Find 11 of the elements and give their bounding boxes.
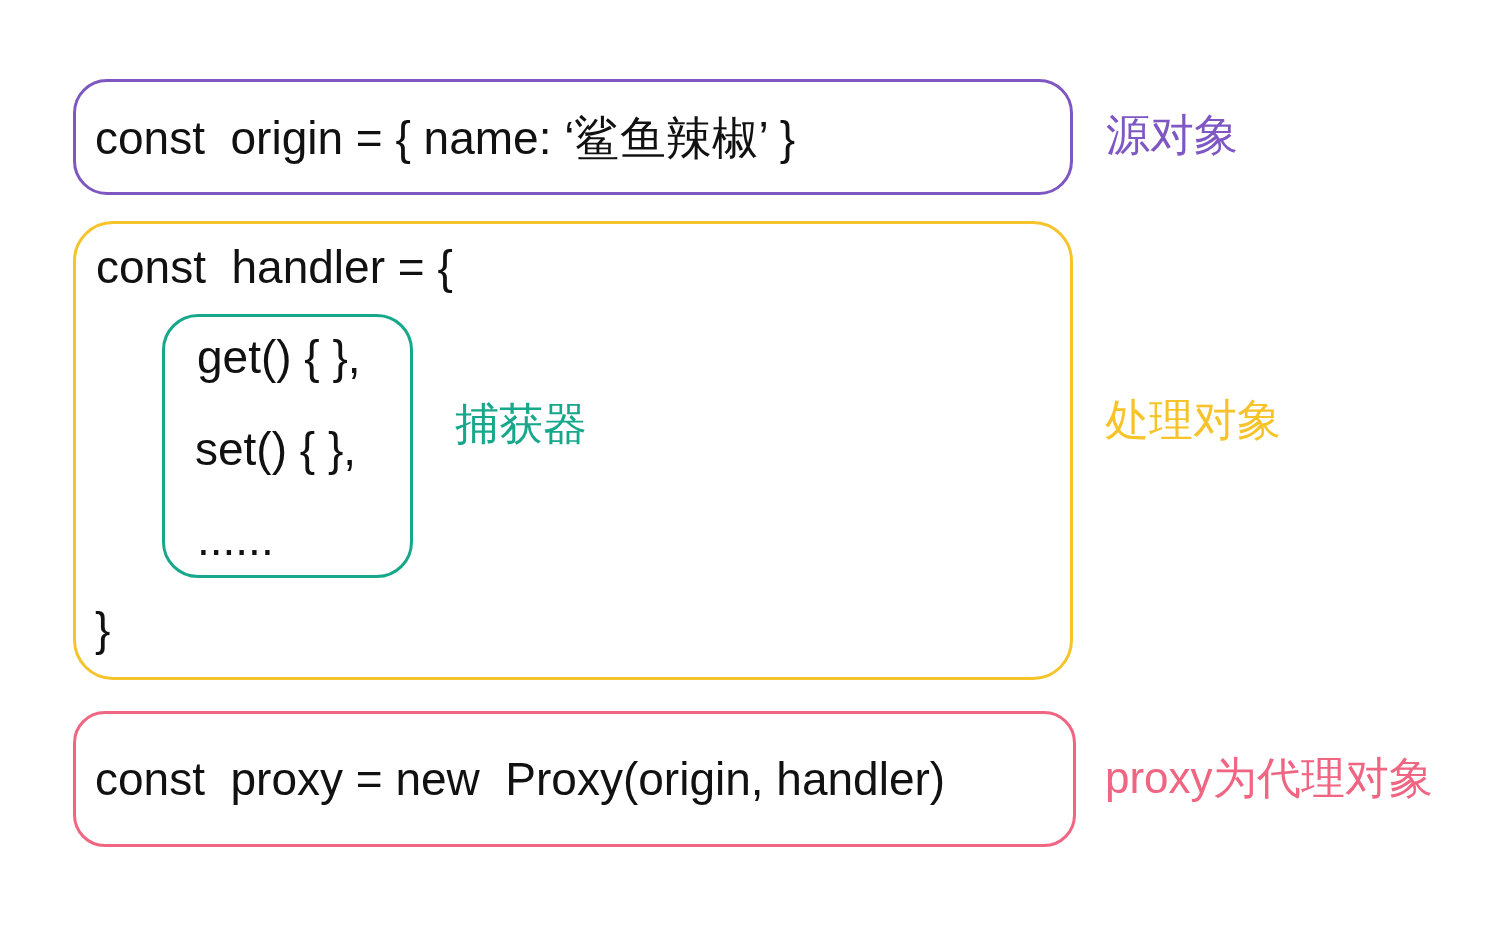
code-line: const handler = {: [96, 240, 453, 295]
code-line: const origin = { name: ‘鲨鱼辣椒’ }: [95, 111, 796, 166]
code-line: ......: [197, 512, 274, 567]
annotation-label: 源对象: [1106, 109, 1238, 161]
code-line: const proxy = new Proxy(origin, handler): [95, 752, 946, 807]
annotation-label: 处理对象: [1105, 394, 1281, 446]
code-line: }: [95, 602, 111, 657]
annotation-label: proxy为代理对象: [1105, 752, 1433, 804]
code-line: set() { },: [195, 422, 357, 477]
annotation-label: 捕获器: [455, 398, 587, 450]
code-line: get() { },: [197, 330, 361, 385]
